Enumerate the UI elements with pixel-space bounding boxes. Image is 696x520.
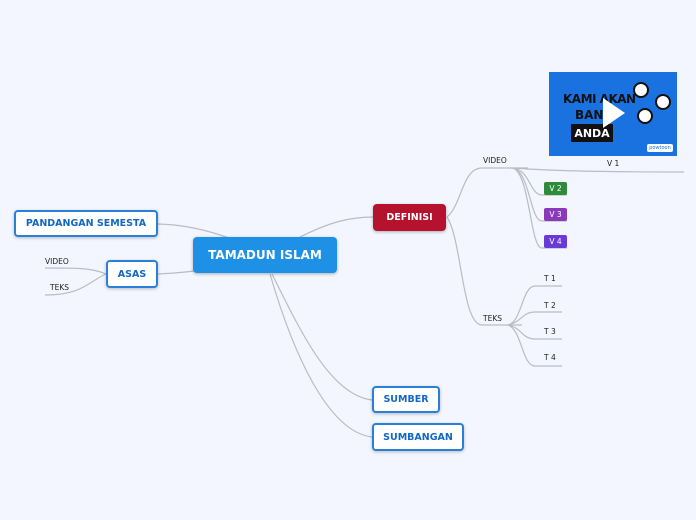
- sumber-label: SUMBER: [383, 394, 429, 405]
- thumbnail-text-line2: BAN: [575, 108, 604, 122]
- link-t3: [507, 324, 562, 340]
- link-v1: [509, 167, 685, 173]
- link-t4: [507, 324, 562, 367]
- video-item-v4[interactable]: V 4: [544, 235, 567, 248]
- link-asas-video: [44, 267, 107, 275]
- video-item-v1[interactable]: V 1: [607, 159, 620, 168]
- central-label: TAMADUN ISLAM: [208, 248, 322, 262]
- video-thumbnail[interactable]: KAMI AKAN BAN ANDA powtoon: [549, 72, 677, 156]
- video-item-v2[interactable]: V 2: [544, 182, 567, 195]
- node-definisi[interactable]: DEFINISI: [373, 204, 446, 231]
- link-definisi: [299, 216, 375, 238]
- link-v2: [512, 167, 567, 196]
- pandangan-label: PANDANGAN SEMESTA: [25, 218, 147, 229]
- teks-item-t1[interactable]: T 1: [544, 274, 556, 283]
- link-sumbangan: [269, 273, 373, 438]
- node-pandangan-semesta[interactable]: PANDANGAN SEMESTA: [14, 210, 158, 237]
- teks-item-t3[interactable]: T 3: [544, 327, 556, 336]
- panda-icon: [637, 108, 653, 124]
- link-v3: [512, 167, 567, 222]
- video-item-v3[interactable]: V 3: [544, 208, 567, 221]
- powtoon-badge: powtoon: [647, 144, 673, 152]
- sumbangan-label: SUMBANGAN: [383, 431, 453, 443]
- link-v4: [512, 167, 567, 249]
- link-asas-teks: [44, 273, 107, 296]
- asas-label: ASAS: [117, 268, 147, 280]
- node-asas[interactable]: ASAS: [106, 260, 158, 288]
- teks-item-t2[interactable]: T 2: [544, 301, 556, 310]
- definisi-teks-topic[interactable]: TEKS: [483, 314, 502, 323]
- panda-icon: [655, 94, 671, 110]
- teks-item-t4[interactable]: T 4: [544, 353, 556, 362]
- node-sumber[interactable]: SUMBER: [372, 386, 440, 413]
- link-def-video: [446, 167, 528, 218]
- panda-icon: [633, 82, 649, 98]
- link-def-teks: [446, 216, 522, 326]
- definisi-video-topic[interactable]: VIDEO: [483, 156, 507, 165]
- asas-video-topic[interactable]: VIDEO: [45, 257, 69, 266]
- asas-teks-topic[interactable]: TEKS: [50, 283, 69, 292]
- definisi-label: DEFINISI: [386, 212, 433, 223]
- link-t2: [507, 311, 562, 326]
- central-node[interactable]: TAMADUN ISLAM: [193, 237, 337, 273]
- node-sumbangan[interactable]: SUMBANGAN: [372, 423, 464, 451]
- link-t1: [507, 285, 562, 326]
- link-sumber: [271, 273, 373, 401]
- play-icon[interactable]: [603, 98, 625, 128]
- thumbnail-text-line3: ANDA: [571, 124, 613, 142]
